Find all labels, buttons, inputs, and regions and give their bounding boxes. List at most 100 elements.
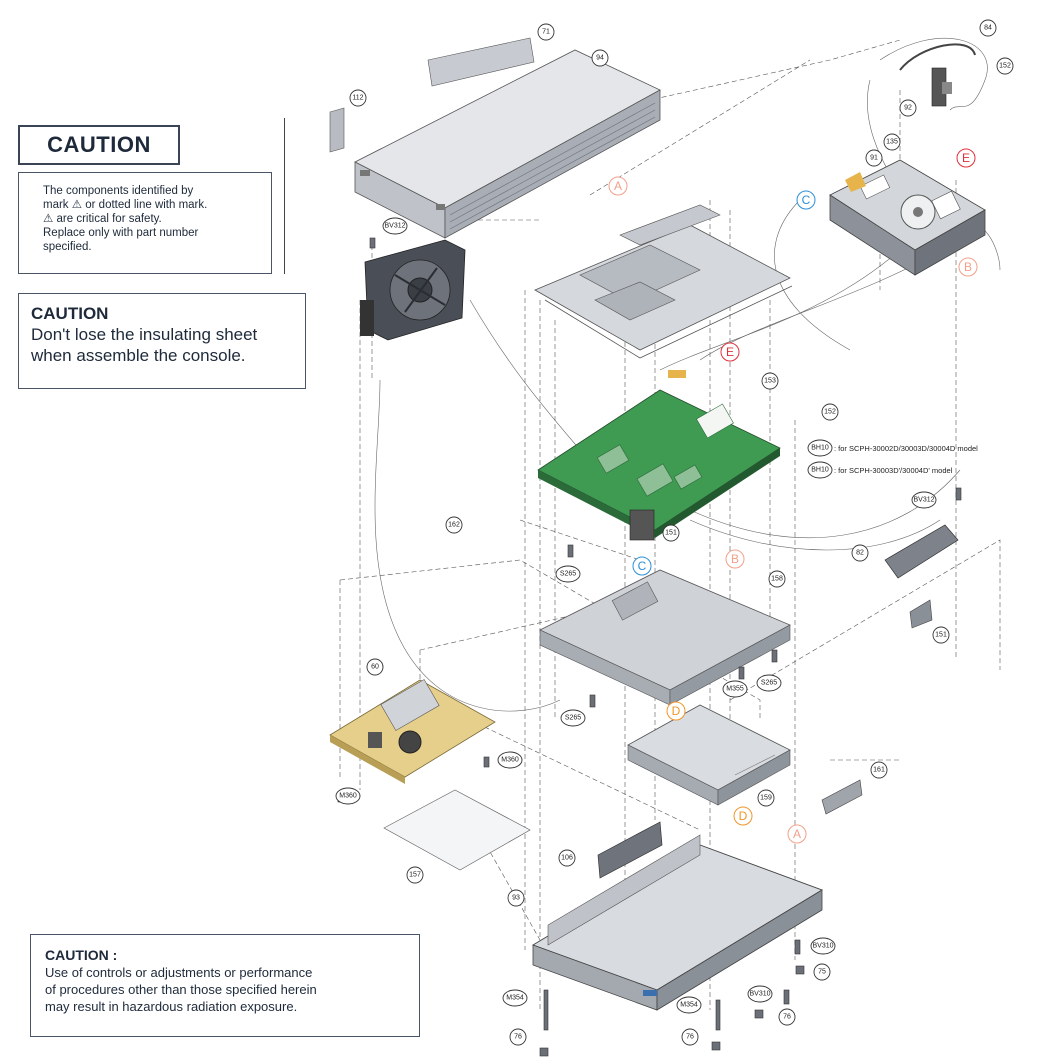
svg-text:94: 94 [596,55,604,62]
callout-92: 92 [899,99,917,117]
ref-mark-e-drive: E [956,148,976,168]
caution-insulating-sheet: CAUTION Don't lose the insulating sheet … [18,293,306,389]
caution-middle-line-1: Don't lose the insulating sheet [31,325,258,344]
svg-text:151: 151 [665,530,677,537]
callout-112: 112 [349,89,367,107]
svg-text:71: 71 [542,29,550,36]
power-supply-board [329,679,496,784]
callout-152-mid: 152 [821,403,839,421]
caution-bottom-line-2: of procedures other than those specified… [45,982,317,997]
callout-76-a: 76 [778,1008,796,1026]
callout-bh10-a: BH10 [807,439,833,457]
main-circuit-board [537,370,781,541]
callout-s265-a: S265 [555,565,581,583]
svg-text:D: D [739,809,748,823]
caution-heading-top: CAUTION [18,125,180,165]
svg-text:82: 82 [856,550,864,557]
svg-text:M354: M354 [680,1002,698,1009]
caution-title-bottom: CAUTION : [45,947,118,963]
callout-s265-b: S265 [756,674,782,692]
svg-text:S265: S265 [560,571,576,578]
callout-151-right: 151 [932,626,950,644]
callout-m355: M355 [722,680,748,698]
callout-157: 157 [406,866,424,884]
caution-line-3: ⚠ are critical for safety. [43,213,162,225]
callout-76-b: 76 [509,1028,527,1046]
svg-text:76: 76 [783,1014,791,1021]
label-sticker [329,37,535,153]
svg-text:BH10: BH10 [811,467,829,474]
callout-60: 60 [366,658,384,676]
divider-line [284,118,285,274]
caution-line-4: Replace only with part number [43,227,199,239]
callout-m360-a: M360 [497,751,523,769]
caution-middle-line-2: when assemble the console. [31,346,246,365]
callout-135: 135 [883,133,901,151]
svg-text:BH10: BH10 [811,445,829,452]
svg-text:B: B [964,260,972,274]
callout-bh10-b: BH10 [807,461,833,479]
svg-text:C: C [802,193,811,207]
callout-71: 71 [537,23,555,41]
svg-text:92: 92 [904,105,912,112]
svg-text:153: 153 [764,378,776,385]
svg-text:157: 157 [409,872,421,879]
svg-text:E: E [962,151,970,165]
callout-84: 84 [979,19,997,37]
caution-bottom-line-3: may result in hazardous radiation exposu… [45,999,298,1014]
svg-text:84: 84 [984,25,992,32]
callout-bv310-a: BV310 [810,937,836,955]
model-note-b: : for SCPH-30003D'/30004D' model [834,466,953,475]
callout-bv312-left: BV312 [382,217,408,235]
callout-76-c: 76 [681,1028,699,1046]
callout-94: 94 [591,49,609,67]
svg-text:76: 76 [686,1034,694,1041]
ref-mark-b-board: B [725,549,745,569]
callout-159: 159 [757,789,775,807]
ref-mark-b-drive: B [958,257,978,277]
ref-mark-e-board: E [720,342,740,362]
front-bracket [821,524,959,815]
caution-safety-notice: The components identified by mark ⚠ or d… [18,172,272,274]
svg-text:E: E [726,345,734,359]
caution-line-2: mark ⚠ or dotted line with mark. [43,199,208,211]
svg-text:152: 152 [999,63,1011,70]
svg-text:162: 162 [448,522,460,529]
rear-panel [597,821,663,879]
svg-text:M360: M360 [339,793,357,800]
callout-bv310-b: BV310 [747,985,773,1003]
ref-mark-d-bracket: D [666,701,686,721]
svg-text:106: 106 [561,855,573,862]
ref-mark-c-drive: C [796,190,816,210]
caution-title-middle: CAUTION [31,304,109,323]
svg-text:BV312: BV312 [913,497,934,504]
callout-82: 82 [851,544,869,562]
caution-title-top: CAUTION [47,132,151,157]
callout-151-mid: 151 [662,524,680,542]
svg-text:161: 161 [873,767,885,774]
svg-text:C: C [638,559,647,573]
bottom-case [531,834,824,1011]
callout-106: 106 [558,849,576,867]
model-note-a: : for SCPH-30002D/30003D/30004D model [834,444,978,453]
ref-mark-a-case: A [787,824,807,844]
svg-text:BV310: BV310 [749,991,770,998]
svg-text:112: 112 [352,95,363,102]
svg-text:M354: M354 [506,995,524,1002]
svg-text:135: 135 [886,139,898,146]
ref-mark-d-case: D [733,806,753,826]
svg-text:BV310: BV310 [812,943,833,950]
dvd-drive-unit [829,159,986,276]
svg-text:M355: M355 [726,686,744,693]
svg-text:B: B [731,552,739,566]
caution-line-1: The components identified by [43,185,194,197]
callout-91: 91 [865,149,883,167]
ref-mark-c-board: C [632,556,652,576]
ref-mark-a-top: A [608,176,628,196]
callout-161: 161 [870,761,888,779]
svg-text:A: A [793,827,801,841]
svg-text:93: 93 [512,895,520,902]
callout-m354-a: M354 [502,989,528,1007]
svg-text:159: 159 [760,795,772,802]
